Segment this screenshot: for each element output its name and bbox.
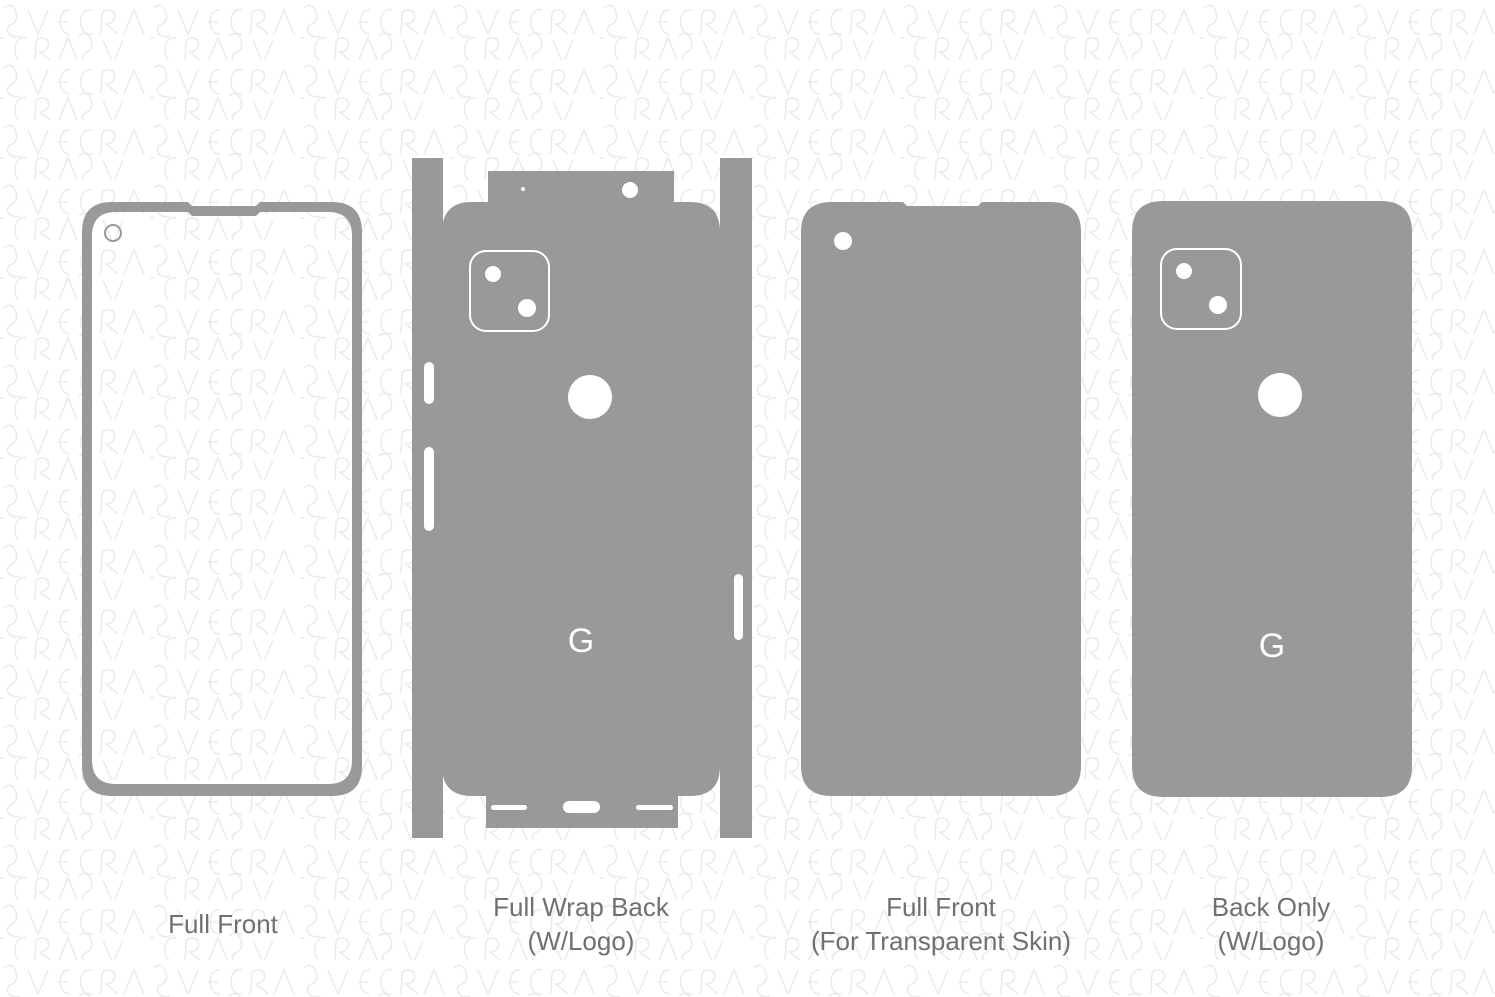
label-full-front: Full Front: [168, 907, 278, 941]
full-front-template: [82, 202, 362, 796]
front-camera-hole-icon: [834, 232, 852, 250]
back-fingerprint-hole-icon: [1258, 373, 1302, 417]
label-line-1: Full Front: [886, 892, 996, 922]
google-logo-icon: G: [568, 622, 594, 660]
front-solid-panel: [801, 202, 1081, 796]
back-camera-lens-1-icon: [1176, 263, 1192, 279]
back-only-template: G: [1132, 201, 1412, 797]
mic-hole-icon: [521, 187, 525, 191]
full-front-transparent-template: [801, 202, 1081, 796]
label-line-1: Full Wrap Back: [493, 892, 669, 922]
label-line-2: (W/Logo): [527, 926, 635, 956]
usb-port-slot: [563, 801, 600, 813]
front-camera-outline-icon: [104, 224, 122, 242]
label-line-2: (For Transparent Skin): [810, 926, 1072, 956]
label-line-1: Full Front: [168, 909, 278, 939]
side-button-slot-2: [424, 447, 434, 531]
back-google-logo-icon: G: [1259, 627, 1285, 665]
label-full-front-transparent: Full Front (For Transparent Skin): [811, 890, 1071, 958]
camera-lens-1-icon: [485, 266, 501, 282]
right-side-flap: [720, 158, 752, 838]
wrap-back-body: [442, 202, 720, 796]
back-panel: [1132, 201, 1412, 797]
headphone-jack-hole-icon: [622, 182, 638, 198]
full-front-frame: [82, 202, 362, 796]
label-line-1: Back Only: [1211, 892, 1331, 922]
camera-lens-2-icon: [518, 299, 536, 317]
back-camera-module-outline: [1160, 248, 1242, 330]
side-button-slot-1: [424, 362, 434, 404]
fingerprint-sensor-hole-icon: [568, 375, 612, 419]
back-camera-lens-2-icon: [1209, 296, 1227, 314]
bottom-slot-left: [491, 805, 527, 810]
sim-tray-slot: [734, 574, 743, 640]
camera-module-outline: [469, 250, 550, 332]
full-wrap-back-template: G: [412, 158, 752, 838]
label-back-only: Back Only (W/Logo): [1212, 890, 1331, 958]
label-full-wrap-back: Full Wrap Back (W/Logo): [493, 890, 669, 958]
label-line-2: (W/Logo): [1217, 926, 1325, 956]
bottom-slot-right: [636, 805, 673, 810]
